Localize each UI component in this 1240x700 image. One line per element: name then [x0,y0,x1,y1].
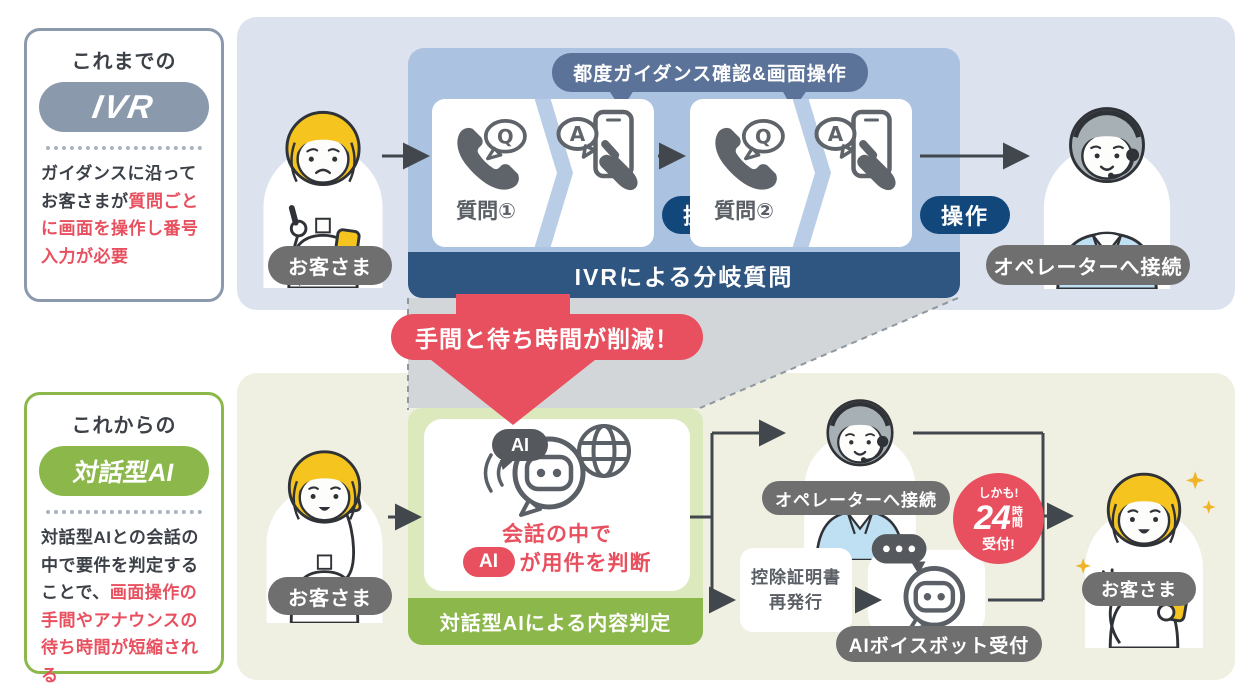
ai-judge-bar: 対話型AIによる内容判定 [408,598,703,645]
judge-text-line2: AI が用件を判断 [424,547,690,577]
q-bubble [741,119,785,154]
customer-label: お客さま [1082,572,1196,606]
voicebot-label: AIボイスボット受付 [836,626,1042,662]
doc-line1: 控除証明書 [751,567,841,587]
chevron-divider [792,99,831,247]
24h-unit-a: 時 [1011,505,1023,518]
headset-icon [830,401,890,427]
ai-chip-label: AI [511,434,529,455]
dotted-divider [46,146,202,150]
tap-finger-icon [857,140,896,191]
ai-voicebot-illustration [867,534,986,636]
legacy-ivr-info-box: これまでの IVR ガイダンスに沿ってお客さまが質問ごとに画面を操作し番号入力が… [24,28,224,302]
sound-waves-icon [483,453,504,493]
24h-bottom-text: 受付! [982,535,1015,552]
tap-finger-icon [599,140,638,191]
doc-line2: 再発行 [769,593,823,612]
operator-connect-label: オペレーターへ接続 [762,481,950,515]
ivr-step-card-2: Q 質問② A 操作 [690,99,1010,247]
ai-badge: 対話型AI [39,446,209,496]
future-description: 対話型AIとの会話の中で要件を判定することで、画面操作の手間やアナウンスの待ち時… [41,524,207,689]
svg-text:Q: Q [755,125,772,148]
phone-handset-icon [457,127,519,190]
answer-tap-icon: A [556,109,638,191]
legacy-description-dark: ガイダンスに沿ってお客さまが [41,164,197,211]
dots-bubble-icon [871,534,927,575]
legacy-description-red: 質問ごとに画面を操作し番号入力が必要 [41,191,199,266]
future-ai-info-box: これからの 対話型AI 対話型AIとの会話の中で要件を判定することで、画面操作の… [24,392,224,685]
ivr-badge-label: IVR [90,88,158,125]
legacy-heading: これまでの [71,51,177,73]
customer-label: お客さま [268,246,392,285]
question-label: 質問② [714,200,774,223]
a-bubble [814,117,857,151]
future-heading: これからの [71,415,177,437]
guidance-badge: 都度ガイダンス確認&画面操作 [552,53,868,92]
future-description-red: 画面操作の手間やアナウンスの待ち時間が短縮される [41,583,199,685]
robot-head-icon [903,565,966,633]
svg-text:A: A [828,122,844,146]
24h-badge: しかも! 24 時 間 受付! [953,473,1044,564]
customer-label: お客さま [268,577,392,615]
customer-happy-illustration [1075,471,1216,648]
sparkle-icon [1075,471,1216,574]
24h-top-text: しかも! [978,485,1019,500]
reduction-badge: 手間と待ち時間が削減！ [391,314,703,360]
answer-tap-icon: A [814,109,896,191]
phone-question-icon: Q [457,119,527,190]
24h-number: 24 [974,498,1011,537]
reduction-arrow [416,294,610,425]
ai-judge-box: AI 会話の中で AI が用件を判断 [424,419,690,591]
24h-unit-b: 間 [1011,516,1023,529]
ai-red-chip: AI [462,547,515,577]
ivr-badge: IVR [39,82,209,132]
future-description-dark: 対話型AIとの会話の中で要件を判定することで、 [41,528,199,603]
headset-icon [1073,110,1141,138]
ai-chip-tail [500,460,514,470]
action-button: 操作 [920,196,1010,234]
question-label: 質問① [456,200,516,223]
phone-handset-icon [715,127,777,190]
q-bubble [483,119,527,154]
judge-text-rest: が用件を判断 [519,552,652,575]
deduction-certificate-box: 控除証明書 再発行 [740,548,852,632]
ai-chip-badge: AI [492,429,548,470]
a-bubble [556,117,599,151]
operator-connect-label: オペレーターへ接続 [986,245,1190,285]
ivr-branch-bar: IVRによる分岐質問 [408,252,960,298]
chevron-divider [534,99,573,247]
globe-icon [577,424,631,478]
dotted-divider [46,510,202,514]
judge-text-line1: 会話の中で [502,523,612,546]
ai-badge-label: 対話型AI [71,459,177,487]
phone-question-icon: Q [715,119,785,190]
svg-text:A: A [570,122,586,146]
svg-text:Q: Q [497,125,514,148]
legacy-description: ガイダンスに沿ってお客さまが質問ごとに画面を操作し番号入力が必要 [41,160,207,270]
ivr-step-card-1: Q 質問① A 操作 [432,99,752,247]
